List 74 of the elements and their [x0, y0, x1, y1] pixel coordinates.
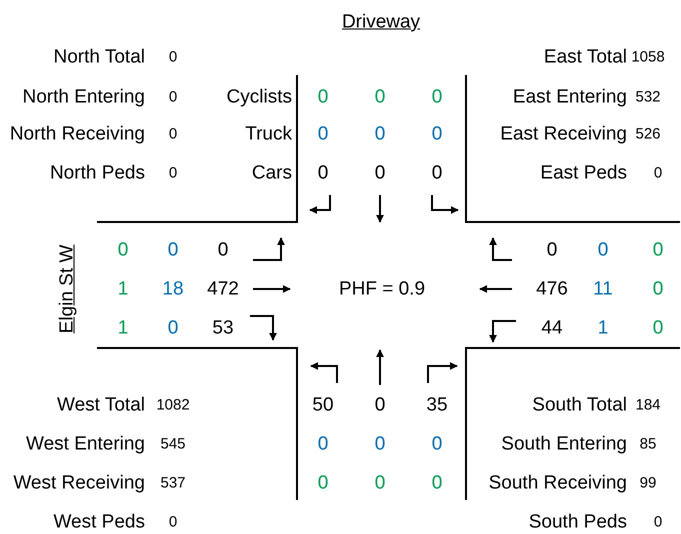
label: East Receiving	[500, 124, 627, 144]
label: West Entering	[26, 434, 145, 454]
count: 0	[654, 166, 662, 180]
phf-label: PHF = 0.9	[338, 280, 426, 298]
label: Truck	[245, 124, 292, 144]
title: Driveway	[342, 12, 420, 32]
count: 0	[168, 50, 178, 64]
count: 0	[374, 164, 386, 182]
count: 0	[374, 474, 386, 492]
count: 1	[598, 318, 608, 338]
count: 0	[374, 396, 386, 414]
label: Cyclists	[226, 88, 292, 106]
count: 0	[318, 434, 328, 454]
label: West Peds	[53, 512, 145, 532]
count: 472	[207, 280, 239, 298]
count: 1	[118, 318, 128, 338]
count: 0	[318, 88, 328, 106]
count: 537	[160, 476, 186, 490]
count: 0	[168, 514, 178, 530]
count: 0	[374, 88, 386, 106]
label: East Total	[544, 48, 627, 66]
count: 50	[312, 396, 334, 414]
count: 0	[546, 240, 558, 260]
count: 44	[541, 318, 563, 338]
count: 0	[598, 240, 608, 260]
count: 1082	[156, 398, 190, 412]
count: 0	[432, 434, 442, 454]
count: 0	[432, 164, 442, 182]
street-name: Elgin St W	[58, 244, 76, 334]
label: West Receiving	[13, 474, 145, 492]
label: Cars	[252, 164, 292, 182]
count: 0	[168, 240, 178, 260]
label: North Total	[53, 48, 145, 66]
label: North Peds	[50, 164, 145, 182]
count: 476	[536, 280, 568, 298]
count: 0	[652, 280, 664, 298]
label: East Entering	[512, 88, 627, 106]
count: 0	[218, 240, 228, 260]
count: 0	[168, 126, 178, 142]
count: 11	[593, 280, 613, 298]
count: 35	[426, 396, 448, 414]
count: 0	[318, 474, 328, 492]
count: 0	[374, 434, 386, 454]
count: 0	[118, 240, 128, 260]
label: East Peds	[540, 164, 627, 182]
count: 99	[640, 476, 656, 490]
count: 53	[212, 318, 234, 338]
count: 184	[635, 398, 661, 412]
label: North Receiving	[10, 124, 145, 144]
count: 0	[432, 474, 442, 492]
label: South Total	[532, 396, 627, 414]
count: 0	[168, 166, 178, 180]
count: 0	[318, 124, 328, 144]
count: 532	[635, 90, 661, 104]
count: 0	[652, 240, 664, 260]
label: South Peds	[528, 512, 627, 532]
label: West Total	[56, 396, 145, 414]
count: 0	[652, 318, 664, 338]
count: 0	[168, 318, 178, 338]
count: 0	[168, 90, 178, 104]
count: 0	[432, 88, 442, 106]
count: 0	[318, 164, 328, 182]
label: North Entering	[22, 88, 145, 106]
count: 545	[160, 436, 186, 452]
count: 1	[118, 280, 128, 298]
count: 1058	[631, 50, 665, 64]
count: 18	[162, 280, 184, 298]
count: 0	[374, 124, 386, 144]
count: 526	[635, 126, 661, 142]
label: South Entering	[501, 434, 627, 454]
label: South Receiving	[488, 474, 627, 492]
count: 0	[654, 514, 662, 530]
count: 0	[432, 124, 442, 144]
count: 85	[640, 436, 656, 452]
